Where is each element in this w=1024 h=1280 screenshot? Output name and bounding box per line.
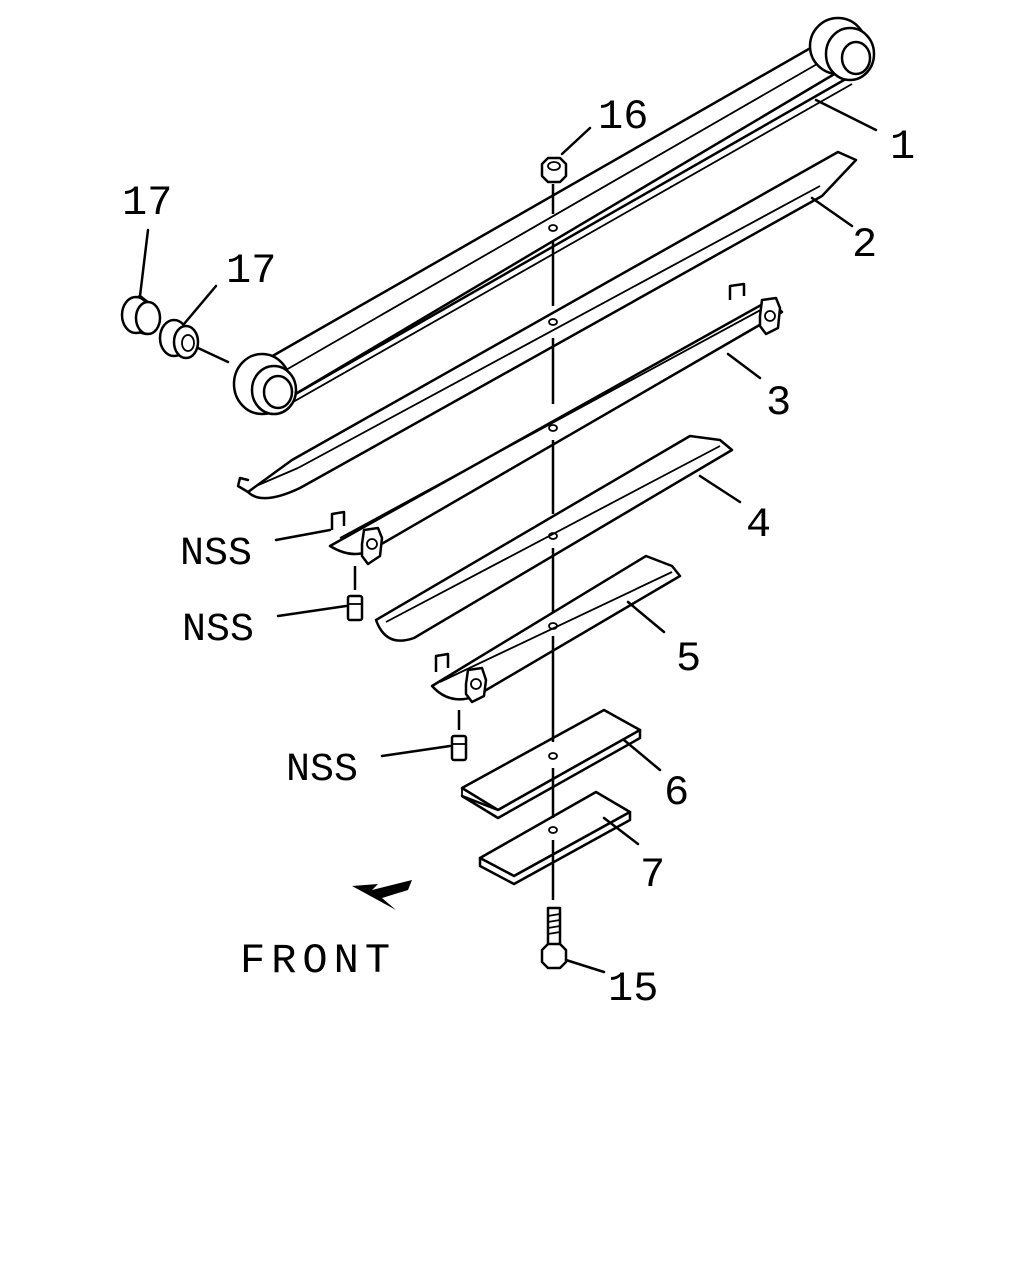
part-1-main-leaf[interactable] xyxy=(232,16,876,416)
part-16-nut[interactable] xyxy=(540,156,568,184)
callout-nss-clip: NSS xyxy=(180,532,252,577)
part-7-spacer-plate[interactable] xyxy=(478,790,632,886)
callout-17-inner: 17 xyxy=(226,247,276,295)
callout-16: 16 xyxy=(598,93,648,141)
nss-clip-bolt-lower[interactable] xyxy=(450,710,468,762)
callout-nss-bolt-upper: NSS xyxy=(182,608,254,653)
callout-6: 6 xyxy=(664,769,689,817)
part-17-bushing-outer[interactable] xyxy=(120,294,162,336)
nss-clip-bolt-upper[interactable] xyxy=(346,566,364,622)
center-bolt-axis xyxy=(548,184,558,900)
callout-5: 5 xyxy=(676,635,701,683)
callout-nss-bolt-lower: NSS xyxy=(286,748,358,793)
callout-7: 7 xyxy=(640,851,665,899)
callout-4: 4 xyxy=(746,501,771,549)
callout-1: 1 xyxy=(890,123,915,171)
callout-17-outer: 17 xyxy=(122,179,172,227)
callout-3: 3 xyxy=(766,379,791,427)
part-15-center-bolt[interactable] xyxy=(540,906,568,970)
callout-2: 2 xyxy=(852,221,877,269)
part-17-bushing-inner[interactable] xyxy=(158,318,200,360)
front-arrow-icon xyxy=(352,880,412,910)
front-direction-label: FRONT xyxy=(240,937,396,985)
leader-lines xyxy=(138,98,878,974)
part-6-spacer-plate[interactable] xyxy=(460,708,642,820)
callout-15: 15 xyxy=(608,965,658,1013)
